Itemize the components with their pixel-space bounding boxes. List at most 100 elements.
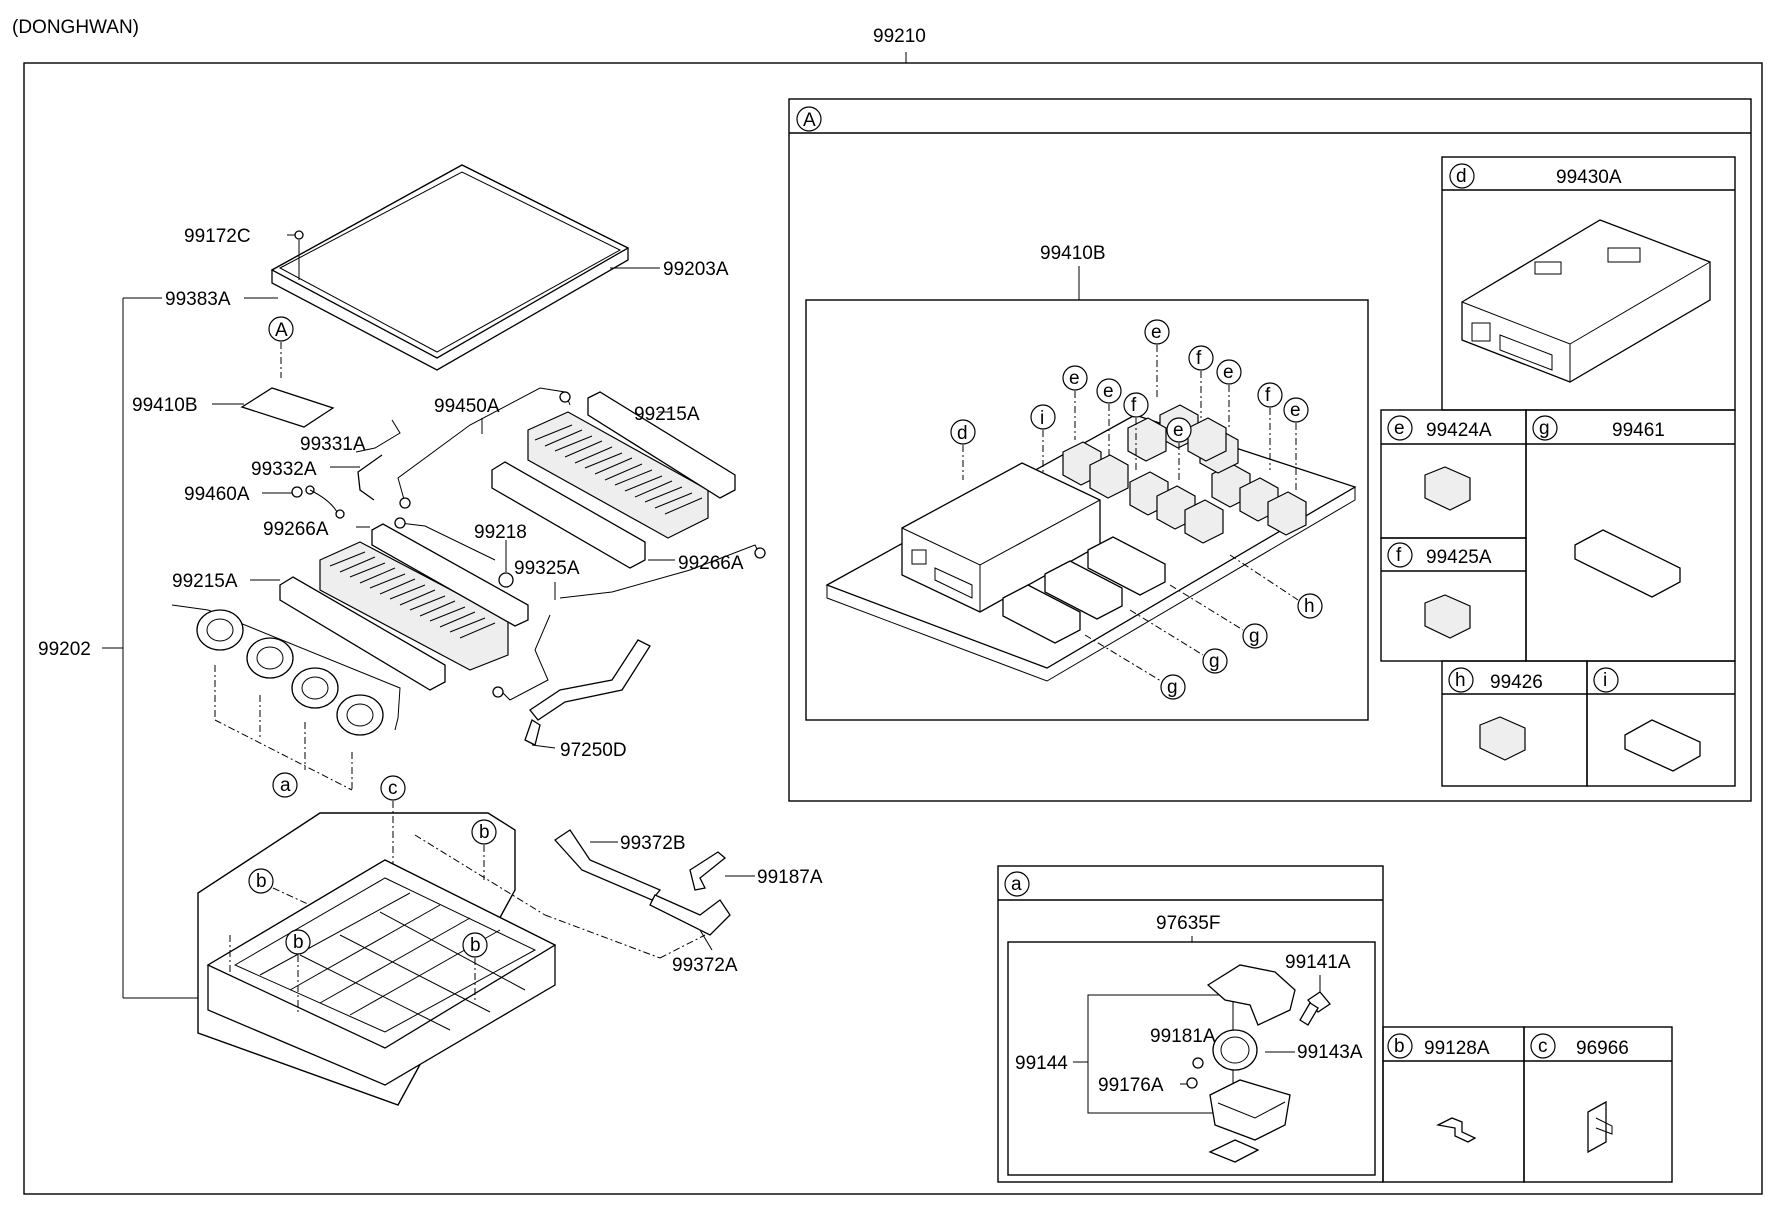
relay-99424A	[1424, 466, 1471, 511]
main-exploded-view: 99202 99172C 99203A 99383A A 99410B 9933…	[38, 164, 823, 1106]
bubble-b-4	[462, 932, 488, 958]
label-99372A: 99372A	[672, 955, 738, 976]
label-99383A: 99383A	[165, 289, 231, 310]
detail-d-bubble	[1449, 163, 1475, 189]
board-bubble-e4	[1166, 417, 1192, 443]
board-bubble-g2	[1202, 648, 1228, 674]
detail-f-letter: f	[1396, 545, 1402, 566]
board-bubble-g1	[1242, 623, 1268, 649]
detail-d-letter: d	[1456, 166, 1467, 187]
label-99187A: 99187A	[757, 867, 823, 888]
board-bubble-i	[1030, 404, 1056, 430]
bubble-A	[268, 316, 294, 342]
bubble-a-letter: a	[280, 775, 291, 796]
detail-f-bubble	[1387, 542, 1413, 568]
board-bubble-e6	[1283, 397, 1309, 423]
detail-a-letter: a	[1011, 874, 1022, 895]
detail-A-letter: A	[803, 110, 816, 131]
label-99372B: 99372B	[620, 833, 686, 854]
label-99332A: 99332A	[251, 459, 317, 480]
bubble-b-4-letter: b	[470, 935, 481, 956]
bubble-c	[380, 775, 406, 801]
board-bubble-f2-letter: f	[1196, 348, 1202, 369]
detail-i-letter: i	[1603, 670, 1607, 691]
burner-rings	[171, 604, 401, 736]
label-99266A-left: 99266A	[263, 519, 329, 540]
detail-e-letter: e	[1394, 418, 1405, 439]
detail-A-bubble	[796, 106, 822, 132]
detail-c-bubble	[1530, 1033, 1556, 1059]
controller-99430A	[1461, 219, 1711, 383]
detail-c-panel: c 96966	[1523, 1026, 1673, 1183]
blower-wheel	[1212, 1029, 1258, 1071]
label-99218: 99218	[474, 522, 527, 543]
bubble-b-3-letter: b	[293, 932, 304, 953]
detail-b-bubble	[1387, 1033, 1413, 1059]
board-bubble-e4-letter: e	[1173, 420, 1184, 441]
detail-A-board-label: 99410B	[1040, 243, 1106, 264]
label-99141A: 99141A	[1285, 952, 1351, 973]
bubble-a	[272, 772, 298, 798]
detail-i-bubble	[1593, 667, 1619, 693]
board-bubble-e5-letter: e	[1223, 362, 1234, 383]
board-bubble-h-letter: h	[1304, 596, 1315, 617]
label-99331A: 99331A	[300, 434, 366, 455]
label-99143A: 99143A	[1297, 1042, 1363, 1063]
board-bubble-g1-letter: g	[1249, 626, 1260, 647]
heater-lower	[279, 523, 529, 691]
detail-e-bubble	[1387, 415, 1413, 441]
board-bubble-d	[950, 419, 976, 445]
detail-b-part: 99128A	[1424, 1038, 1490, 1059]
board-bubble-e1-letter: e	[1069, 368, 1080, 389]
detail-b-letter: b	[1394, 1036, 1405, 1057]
bubble-A-letter: A	[275, 320, 288, 341]
detail-h-bubble	[1448, 667, 1474, 693]
board-bubble-i-letter: i	[1040, 408, 1044, 429]
board-bubble-d-letter: d	[957, 423, 968, 444]
detail-h-letter: h	[1455, 670, 1466, 691]
bubble-b-1	[471, 819, 497, 845]
label-99172C: 99172C	[184, 226, 251, 247]
board-bubble-g2-letter: g	[1209, 651, 1220, 672]
board-bubble-e2	[1096, 378, 1122, 404]
label-99176A: 99176A	[1098, 1075, 1164, 1096]
label-99144: 99144	[1015, 1053, 1068, 1074]
board-bubble-g3-letter: g	[1167, 677, 1178, 698]
detail-g-part: 99461	[1612, 420, 1665, 441]
board-bubble-f3-letter: f	[1265, 385, 1271, 406]
detail-a-bubble	[1004, 871, 1030, 897]
detail-e-part: 99424A	[1426, 420, 1492, 441]
detail-h-part: 99426	[1490, 672, 1543, 693]
diagram-title: (DONGHWAN)	[12, 17, 139, 38]
outer-frame	[23, 62, 1763, 1195]
board-bubble-f2	[1188, 345, 1214, 371]
board-bubble-g3	[1160, 674, 1186, 700]
label-99202: 99202	[38, 639, 91, 660]
label-99203A: 99203A	[663, 259, 729, 280]
main-assembly-label: 99210	[873, 26, 926, 47]
detail-c-letter: c	[1538, 1036, 1548, 1057]
bubble-b-2	[248, 868, 274, 894]
detail-d-part: 99430A	[1556, 167, 1622, 188]
label-99450A: 99450A	[434, 396, 500, 417]
detail-a-assy-label: 97635F	[1156, 913, 1220, 934]
detail-g-letter: g	[1539, 418, 1550, 439]
bubble-b-2-letter: b	[256, 871, 267, 892]
blower-housing-lower	[1209, 1079, 1291, 1141]
board-bubble-e1	[1062, 365, 1088, 391]
label-99215A-upper: 99215A	[634, 404, 700, 425]
detail-b-panel: b 99128A	[1382, 1026, 1525, 1183]
bracket-99128A	[1435, 1117, 1477, 1143]
module-99461	[1574, 529, 1681, 598]
board-bubble-f1	[1123, 392, 1149, 418]
board-bubble-e6-letter: e	[1290, 400, 1301, 421]
module-i	[1624, 719, 1701, 772]
clip-96966	[1587, 1100, 1607, 1154]
detail-f-part: 99425A	[1426, 547, 1492, 568]
relay-99426	[1479, 716, 1526, 761]
bubble-b-1-letter: b	[479, 822, 490, 843]
board-bubble-e3	[1144, 319, 1170, 345]
label-99215A-lower: 99215A	[172, 571, 238, 592]
bubble-b-3	[285, 929, 311, 955]
